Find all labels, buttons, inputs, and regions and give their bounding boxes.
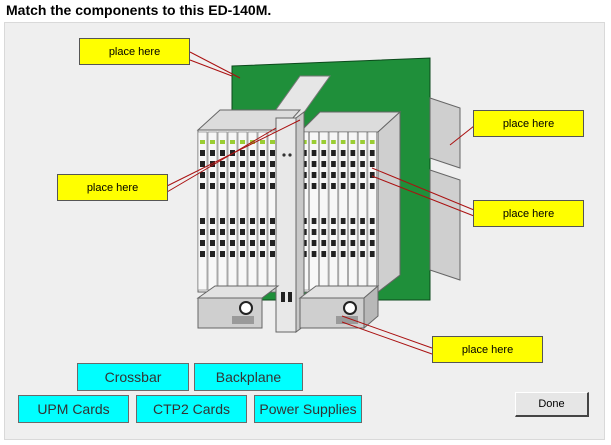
component-crossbar[interactable]: Crossbar — [77, 363, 189, 391]
component-backplane[interactable]: Backplane — [194, 363, 303, 391]
leader-lines — [166, 51, 475, 355]
target-slot-ctp2-cards[interactable]: place here — [473, 110, 584, 137]
target-slot-backplane[interactable]: place here — [79, 38, 190, 65]
power-supply-left — [196, 285, 280, 329]
component-power-supplies[interactable]: Power Supplies — [254, 395, 362, 423]
component-ctp2-cards[interactable]: CTP2 Cards — [136, 395, 247, 423]
instruction-title: Match the components to this ED-140M. — [6, 2, 272, 18]
done-button[interactable]: Done — [515, 392, 589, 417]
upm-card-slots-left — [197, 131, 278, 291]
target-slot-upm-cards[interactable]: place here — [473, 200, 584, 227]
power-supply-right — [298, 284, 380, 330]
component-upm-cards[interactable]: UPM Cards — [18, 395, 129, 423]
target-slot-power-supplies[interactable]: place here — [432, 336, 543, 363]
target-slot-crossbar[interactable]: place here — [57, 174, 168, 201]
